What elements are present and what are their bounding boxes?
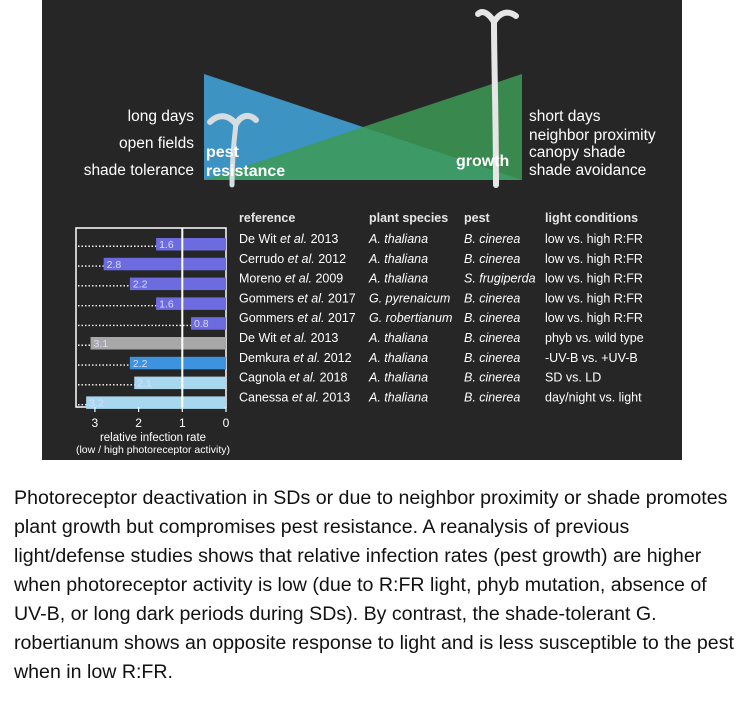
row-reference: Canessa et al. 2013 xyxy=(239,390,350,404)
bar xyxy=(129,356,226,370)
row-species: G. pyrenaicum xyxy=(369,291,450,305)
row-species: A. thaliana xyxy=(368,390,428,404)
header-pest: pest xyxy=(464,211,491,225)
row-pest: B. cinerea xyxy=(464,252,520,266)
row-light-conditions: low vs. high R:FR xyxy=(545,252,643,266)
figure-panel: long days open fields shade tolerance sh… xyxy=(42,0,682,460)
row-reference: Cagnola et al. 2018 xyxy=(239,371,347,385)
row-reference: De Wit et al. 2013 xyxy=(239,232,338,246)
row-reference: Cerrudo et al. 2012 xyxy=(239,252,346,266)
row-pest: B. cinerea xyxy=(464,351,520,365)
bar-value-label: 2.8 xyxy=(107,259,122,271)
header-plant-species: plant species xyxy=(369,211,448,225)
bar xyxy=(134,376,226,390)
tall-plant-icon xyxy=(475,9,519,188)
row-pest: B. cinerea xyxy=(464,232,520,246)
pest-label: pest xyxy=(206,144,240,161)
bar xyxy=(191,317,226,330)
row-light-conditions: low vs. high R:FR xyxy=(545,232,643,246)
row-reference: Gommers et al. 2017 xyxy=(239,291,356,305)
condition-canopy-shade: canopy shade xyxy=(529,144,626,161)
condition-shade-avoidance: shade avoidance xyxy=(529,162,646,179)
row-pest: B. cinerea xyxy=(464,331,520,345)
bar-value-label: 2.1 xyxy=(137,378,152,390)
bar xyxy=(103,257,226,271)
row-pest: B. cinerea xyxy=(464,390,520,404)
row-reference: Gommers et al. 2017 xyxy=(239,311,356,325)
row-reference: De Wit et al. 2013 xyxy=(239,331,338,345)
row-light-conditions: -UV-B vs. +UV-B xyxy=(545,351,638,365)
figure-graphic: long days open fields shade tolerance sh… xyxy=(75,9,656,456)
x-tick-label: 3 xyxy=(92,416,99,430)
bar xyxy=(90,337,226,350)
growth-label: growth xyxy=(456,153,509,170)
condition-short-days: short days xyxy=(529,108,601,125)
condition-neighbor-proximity: neighbor proximity xyxy=(529,127,656,144)
row-species: G. robertianum xyxy=(369,311,452,325)
x-tick-label: 0 xyxy=(223,416,230,430)
condition-long-days: long days xyxy=(128,108,195,125)
table-rows: De Wit et al. 2013 A. thaliana B. cinerea l… xyxy=(239,232,644,404)
x-axis-sublabel: (low / high photoreceptor activity) xyxy=(76,444,230,456)
row-species: A. thaliana xyxy=(368,232,428,246)
row-light-conditions: low vs. high R:FR xyxy=(545,291,643,305)
row-species: A. thaliana xyxy=(368,252,428,266)
row-reference: Moreno et al. 2009 xyxy=(239,272,343,286)
row-species: A. thaliana xyxy=(368,351,428,365)
header-light-conditions: light conditions xyxy=(545,211,638,225)
row-pest: B. cinerea xyxy=(464,371,520,385)
bar xyxy=(86,396,226,409)
figure-caption: Photoreceptor deactivation in SDs or due… xyxy=(14,487,734,683)
x-axis-label: relative infection rate xyxy=(100,432,206,444)
bar-value-label: 3.2 xyxy=(89,397,104,409)
condition-open-fields: open fields xyxy=(119,135,194,152)
bar-value-label: 3.1 xyxy=(94,338,109,350)
x-tick-label: 2 xyxy=(135,416,142,430)
row-species: A. thaliana xyxy=(368,272,428,286)
bar xyxy=(156,238,226,251)
x-tick-label: 1 xyxy=(179,416,186,430)
bar xyxy=(156,297,226,310)
row-light-conditions: SD vs. LD xyxy=(545,371,601,385)
row-light-conditions: day/night vs. light xyxy=(545,390,642,404)
bar-value-label: 0.8 xyxy=(194,318,209,330)
bars-layer: 1.6 2.8 2.2 1.6 0.8 3.1 2.2 2.1 3.2 xyxy=(78,228,226,409)
row-pest: B. cinerea xyxy=(464,291,520,305)
row-light-conditions: low vs. high R:FR xyxy=(545,311,643,325)
row-pest: B. cinerea xyxy=(464,311,520,325)
row-pest: S. frugiperda xyxy=(464,272,536,286)
row-reference: Demkura et al. 2012 xyxy=(239,351,352,365)
bar-value-label: 2.2 xyxy=(133,358,148,370)
small-plant-icon xyxy=(207,112,259,188)
resistance-label: resistance xyxy=(206,163,285,180)
bar xyxy=(129,277,226,291)
row-species: A. thaliana xyxy=(368,331,428,345)
growth-triangle xyxy=(204,74,522,180)
bar-value-label: 2.2 xyxy=(133,279,148,291)
header-reference: reference xyxy=(239,211,295,225)
bar-value-label: 1.6 xyxy=(159,239,174,251)
condition-shade-tolerance: shade tolerance xyxy=(84,162,194,179)
bar-value-label: 1.6 xyxy=(159,298,174,310)
row-light-conditions: low vs. high R:FR xyxy=(545,272,643,286)
row-light-conditions: phyb vs. wild type xyxy=(545,331,644,345)
row-species: A. thaliana xyxy=(368,371,428,385)
